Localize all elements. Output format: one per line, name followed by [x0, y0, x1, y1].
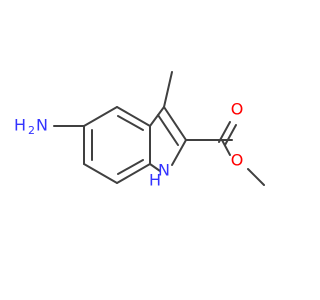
bond-c5-c4 — [83, 106, 118, 127]
bond-c3-c2 — [163, 106, 187, 141]
amino-n-label: N — [36, 116, 48, 135]
bond-c3a-c3 — [149, 106, 165, 127]
bond-c7-c6 — [83, 163, 118, 184]
bond-carbonyl-o-double-1 — [218, 121, 231, 143]
molecule-structure-diagram: H 2 N N H O O — [14, 71, 265, 190]
amino-h-subscript: 2 — [28, 124, 35, 137]
bond-carbonyl-o-single — [221, 139, 231, 156]
bond-c3-methyl — [163, 71, 173, 108]
ester-o-label: O — [231, 151, 244, 170]
bond-c2-n1 — [171, 139, 187, 166]
bond-c3-c2-double — [157, 114, 179, 146]
bond-c7a-c7-inner — [117, 159, 144, 175]
bond-n1-c7a — [149, 163, 161, 172]
amino-h-label: H — [14, 116, 26, 135]
bond-c4-c3a — [116, 106, 151, 127]
bond-c4-c3a-inner — [117, 115, 144, 131]
carbonyl-o-label: O — [231, 100, 244, 119]
bond-c7a-c7 — [116, 163, 151, 184]
ring-n-label: N — [158, 161, 170, 180]
bond-o-methyl — [247, 168, 265, 186]
bond-carbonyl-o-double-2 — [224, 124, 237, 146]
ring-h-label: H — [149, 171, 161, 190]
